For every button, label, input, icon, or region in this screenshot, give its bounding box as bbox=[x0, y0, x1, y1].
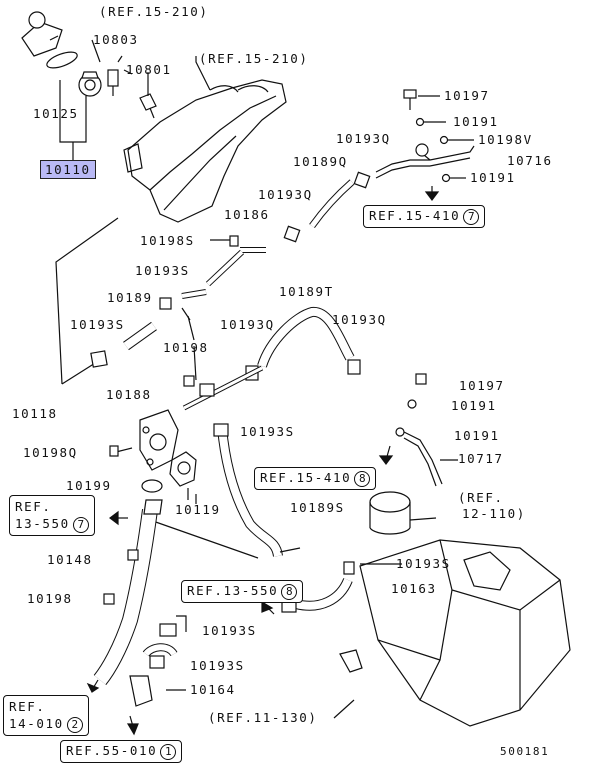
callout-10191-d[interactable]: 10191 bbox=[454, 428, 500, 443]
gasket-10125 bbox=[46, 51, 78, 69]
ref-14-010-2-line2: 14-010 bbox=[9, 716, 64, 731]
ref-13-550-7-line1: REF. bbox=[15, 499, 52, 514]
callout-10193s-e[interactable]: 10193S bbox=[202, 623, 257, 638]
callout-10801[interactable]: 10801 bbox=[126, 62, 172, 77]
callout-10197-mid[interactable]: 10197 bbox=[459, 378, 505, 393]
oil-filter bbox=[369, 491, 411, 535]
ref-13-550-7-line2: 13-550 bbox=[15, 516, 70, 531]
callout-10193q-c[interactable]: 10193Q bbox=[220, 317, 275, 332]
callout-10163[interactable]: 10163 bbox=[391, 581, 437, 596]
ref-15-410-8-number: 8 bbox=[354, 471, 371, 487]
ref-15-210-manifold[interactable]: (REF.15-210) bbox=[199, 51, 309, 66]
callout-10198v[interactable]: 10198V bbox=[478, 132, 533, 147]
callout-10199[interactable]: 10199 bbox=[66, 478, 112, 493]
callout-10189t[interactable]: 10189T bbox=[279, 284, 334, 299]
callout-10191-c[interactable]: 10191 bbox=[451, 398, 497, 413]
callout-10193s-c[interactable]: 10193S bbox=[240, 424, 295, 439]
ref-15-410-7-text: REF.15-410 bbox=[369, 208, 461, 223]
callout-10119[interactable]: 10119 bbox=[175, 502, 221, 517]
ref-13-550-8-text: REF.13-550 bbox=[187, 583, 279, 598]
callout-10189[interactable]: 10189 bbox=[107, 290, 153, 305]
callout-10717[interactable]: 10717 bbox=[458, 451, 504, 466]
ref-12-110-line1[interactable]: (REF. bbox=[458, 490, 504, 505]
callout-10191-a[interactable]: 10191 bbox=[453, 114, 499, 129]
ref-14-010-2-line1: REF. bbox=[9, 699, 46, 714]
callout-10198q[interactable]: 10198Q bbox=[23, 445, 78, 460]
callout-10197-top[interactable]: 10197 bbox=[444, 88, 490, 103]
callout-10198-b[interactable]: 10198 bbox=[27, 591, 73, 606]
sensor-10803 bbox=[107, 55, 123, 96]
ref-15-410-7-number: 7 bbox=[463, 209, 480, 225]
ref-55-010-1-number: 1 bbox=[160, 744, 177, 760]
callout-10110[interactable]: 10110 bbox=[40, 160, 96, 179]
ref-13-550-8-number: 8 bbox=[281, 584, 298, 600]
callout-10193s-f[interactable]: 10193S bbox=[190, 658, 245, 673]
thermostat bbox=[78, 71, 102, 97]
ref-13-550-7-number: 7 bbox=[72, 517, 89, 533]
callout-10164[interactable]: 10164 bbox=[190, 682, 236, 697]
sensor-10801 bbox=[139, 93, 157, 119]
callout-10148[interactable]: 10148 bbox=[47, 552, 93, 567]
callout-10125[interactable]: 10125 bbox=[33, 106, 79, 121]
callout-10193q-d[interactable]: 10193Q bbox=[332, 312, 387, 327]
diagram-id: 500181 bbox=[500, 745, 550, 758]
engine-block bbox=[339, 539, 571, 727]
callout-10193s-a[interactable]: 10193S bbox=[135, 263, 190, 278]
callout-10193q-a[interactable]: 10193Q bbox=[336, 131, 391, 146]
callout-10186[interactable]: 10186 bbox=[224, 207, 270, 222]
callout-10193s-b[interactable]: 10193S bbox=[70, 317, 125, 332]
callout-10189s[interactable]: 10189S bbox=[290, 500, 345, 515]
ref-14-010-2-number: 2 bbox=[66, 717, 83, 733]
callout-10198[interactable]: 10198 bbox=[163, 340, 209, 355]
callout-10193q-b[interactable]: 10193Q bbox=[258, 187, 313, 202]
callout-10716[interactable]: 10716 bbox=[507, 153, 553, 168]
callout-10189q[interactable]: 10189Q bbox=[293, 154, 348, 169]
callout-10188[interactable]: 10188 bbox=[106, 387, 152, 402]
callout-10118[interactable]: 10118 bbox=[12, 406, 58, 421]
ref-12-110-line2[interactable]: 12-110) bbox=[462, 506, 526, 521]
ref-15-410-8-text: REF.15-410 bbox=[260, 470, 352, 485]
ref-55-010-1-text: REF.55-010 bbox=[66, 743, 158, 758]
callout-10193s-d[interactable]: 10193S bbox=[396, 556, 451, 571]
intake-manifold bbox=[123, 79, 287, 223]
callout-10198s[interactable]: 10198S bbox=[140, 233, 195, 248]
ref-11-130[interactable]: (REF.11-130) bbox=[208, 710, 318, 725]
ref-15-210-top[interactable]: (REF.15-210) bbox=[99, 4, 209, 19]
thermostat-cap bbox=[21, 11, 63, 57]
callout-10803[interactable]: 10803 bbox=[93, 32, 139, 47]
callout-10191-b[interactable]: 10191 bbox=[470, 170, 516, 185]
